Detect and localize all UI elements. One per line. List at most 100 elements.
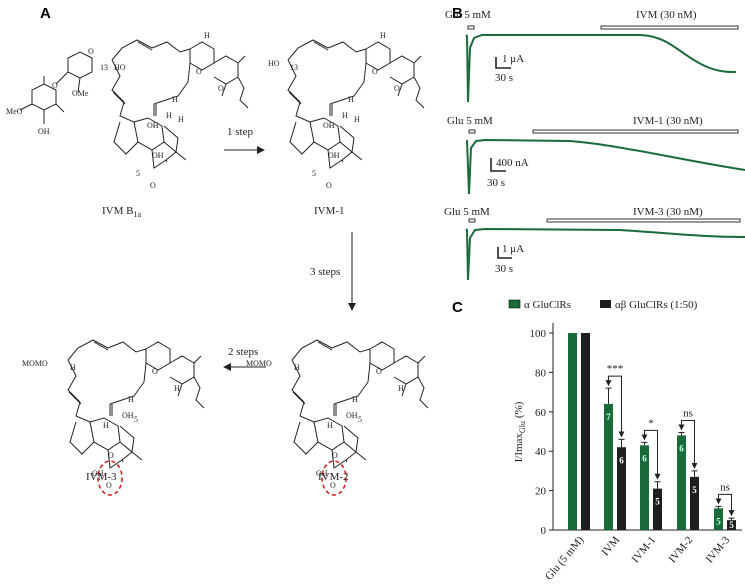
atom-label: 13 [290,63,298,72]
atom-label: OH [152,151,164,160]
y-tick-label: 0 [541,525,547,537]
current-trace [466,138,745,195]
scale-y-label: 400 nA [496,157,529,169]
atom-label: H [294,363,300,372]
glu-application-bar [468,129,476,134]
atom-label: H [128,395,134,404]
bar [617,447,626,530]
bar [568,333,577,530]
atom-label: HO [114,63,126,72]
glu-label: Glu 5 mM [447,115,493,127]
trace-ivm-1: Glu 5 mM IVM-1 (30 nM) 400 nA 30 s [447,115,745,195]
error-bar [728,517,735,521]
scale-bar [497,247,512,259]
atom-label: OH [328,151,340,160]
atom-label: H [70,363,76,372]
atom-label: MOMO [22,359,48,368]
atom-label: O [394,84,400,93]
glu-label: Glu 5 mM [445,9,491,21]
atom-label: O [332,451,338,460]
scale-bar [490,158,506,172]
scale-x-label: 30 s [495,72,513,84]
significance-label: *** [607,363,624,375]
error-bar [641,441,648,446]
n-label: 6 [619,455,624,465]
atom-label: 5 [134,415,138,424]
significance-label: ns [720,481,730,493]
structure-name-ivm-b1a: IVM B1a [102,205,141,219]
atom-label: O [106,481,112,490]
panel-label-c: C [452,299,463,316]
y-tick-label: 20 [535,486,547,498]
bond-skeleton [291,339,429,469]
glu-label: Glu 5 mM [444,206,490,218]
bar [714,508,723,530]
atom-label: H [348,95,354,104]
atom-label: H [178,115,184,124]
atom-label: H [103,421,109,430]
atom-label: O [326,181,332,190]
bar [677,435,686,530]
x-tick-label: IVM-1 [629,534,658,565]
atom-label: H [354,115,360,124]
glu-application-bar [467,25,475,30]
drug-label: IVM-1 (30 nM) [633,115,703,127]
scale-x-label: 30 s [487,177,505,189]
drug-application-bar [532,129,739,134]
highlight-c5-hydroxyl [97,460,123,496]
y-tick-label: 40 [535,446,547,458]
bar [690,476,699,530]
atom-label: H [204,31,210,40]
drug-application-bar [546,218,741,223]
disaccharide-bonds [19,51,93,124]
structure-name-ivm-2: IVM-2 [318,471,349,483]
atom-label: O [330,481,336,490]
y-tick-label: 80 [535,367,547,379]
bar [581,333,590,530]
atom-label: OMe [72,89,89,98]
atom-label: OH [346,411,358,420]
significance-bracket [715,493,732,515]
error-bar [715,505,722,509]
panel-label-b: B [452,5,463,22]
drug-label: IVM (30 nM) [636,9,697,21]
atom-label: MeO [6,107,23,116]
bond-skeleton [111,39,249,169]
n-label: 5 [716,516,721,526]
atom-label: O [152,367,158,376]
trace-ivm-3: Glu 5 mM IVM-3 (30 nM) 1 μA 30 s [444,206,745,281]
atom-label: O [150,181,156,190]
bar [727,520,736,530]
y-axis-label: I/ImaxGlu(%) [513,401,527,462]
atom-label: H [327,421,333,430]
atom-label: H [352,395,358,404]
bar [604,403,613,530]
legend-label-alphabeta: αβ GluClRs (1:50) [615,299,698,311]
error-bar [678,431,685,436]
error-bar [605,387,612,404]
n-label: 7 [606,412,611,422]
atom-label: 5 [312,169,316,178]
legend-label-alpha: α GluClRs [524,299,571,311]
atom-label: H [172,95,178,104]
atom-label: 13 [100,63,108,72]
atom-label: OH [323,121,335,130]
bar [640,445,649,530]
legend-swatch-alpha [508,299,521,309]
current-trace [465,227,745,281]
glu-application-bar [468,218,476,223]
atom-label: H [380,31,386,40]
step-label-1: 1 step [227,126,253,138]
atom-label: 5 [136,169,140,178]
bond-skeleton [287,39,425,169]
x-tick-label: IVM [599,534,622,558]
scale-bar [495,57,511,69]
legend: α GluClRs αβ GluClRs (1:50) [508,299,698,311]
atom-label: O [88,47,94,56]
y-tick-label: 100 [530,328,547,340]
error-bar [618,438,625,448]
n-label: 6 [679,443,684,453]
